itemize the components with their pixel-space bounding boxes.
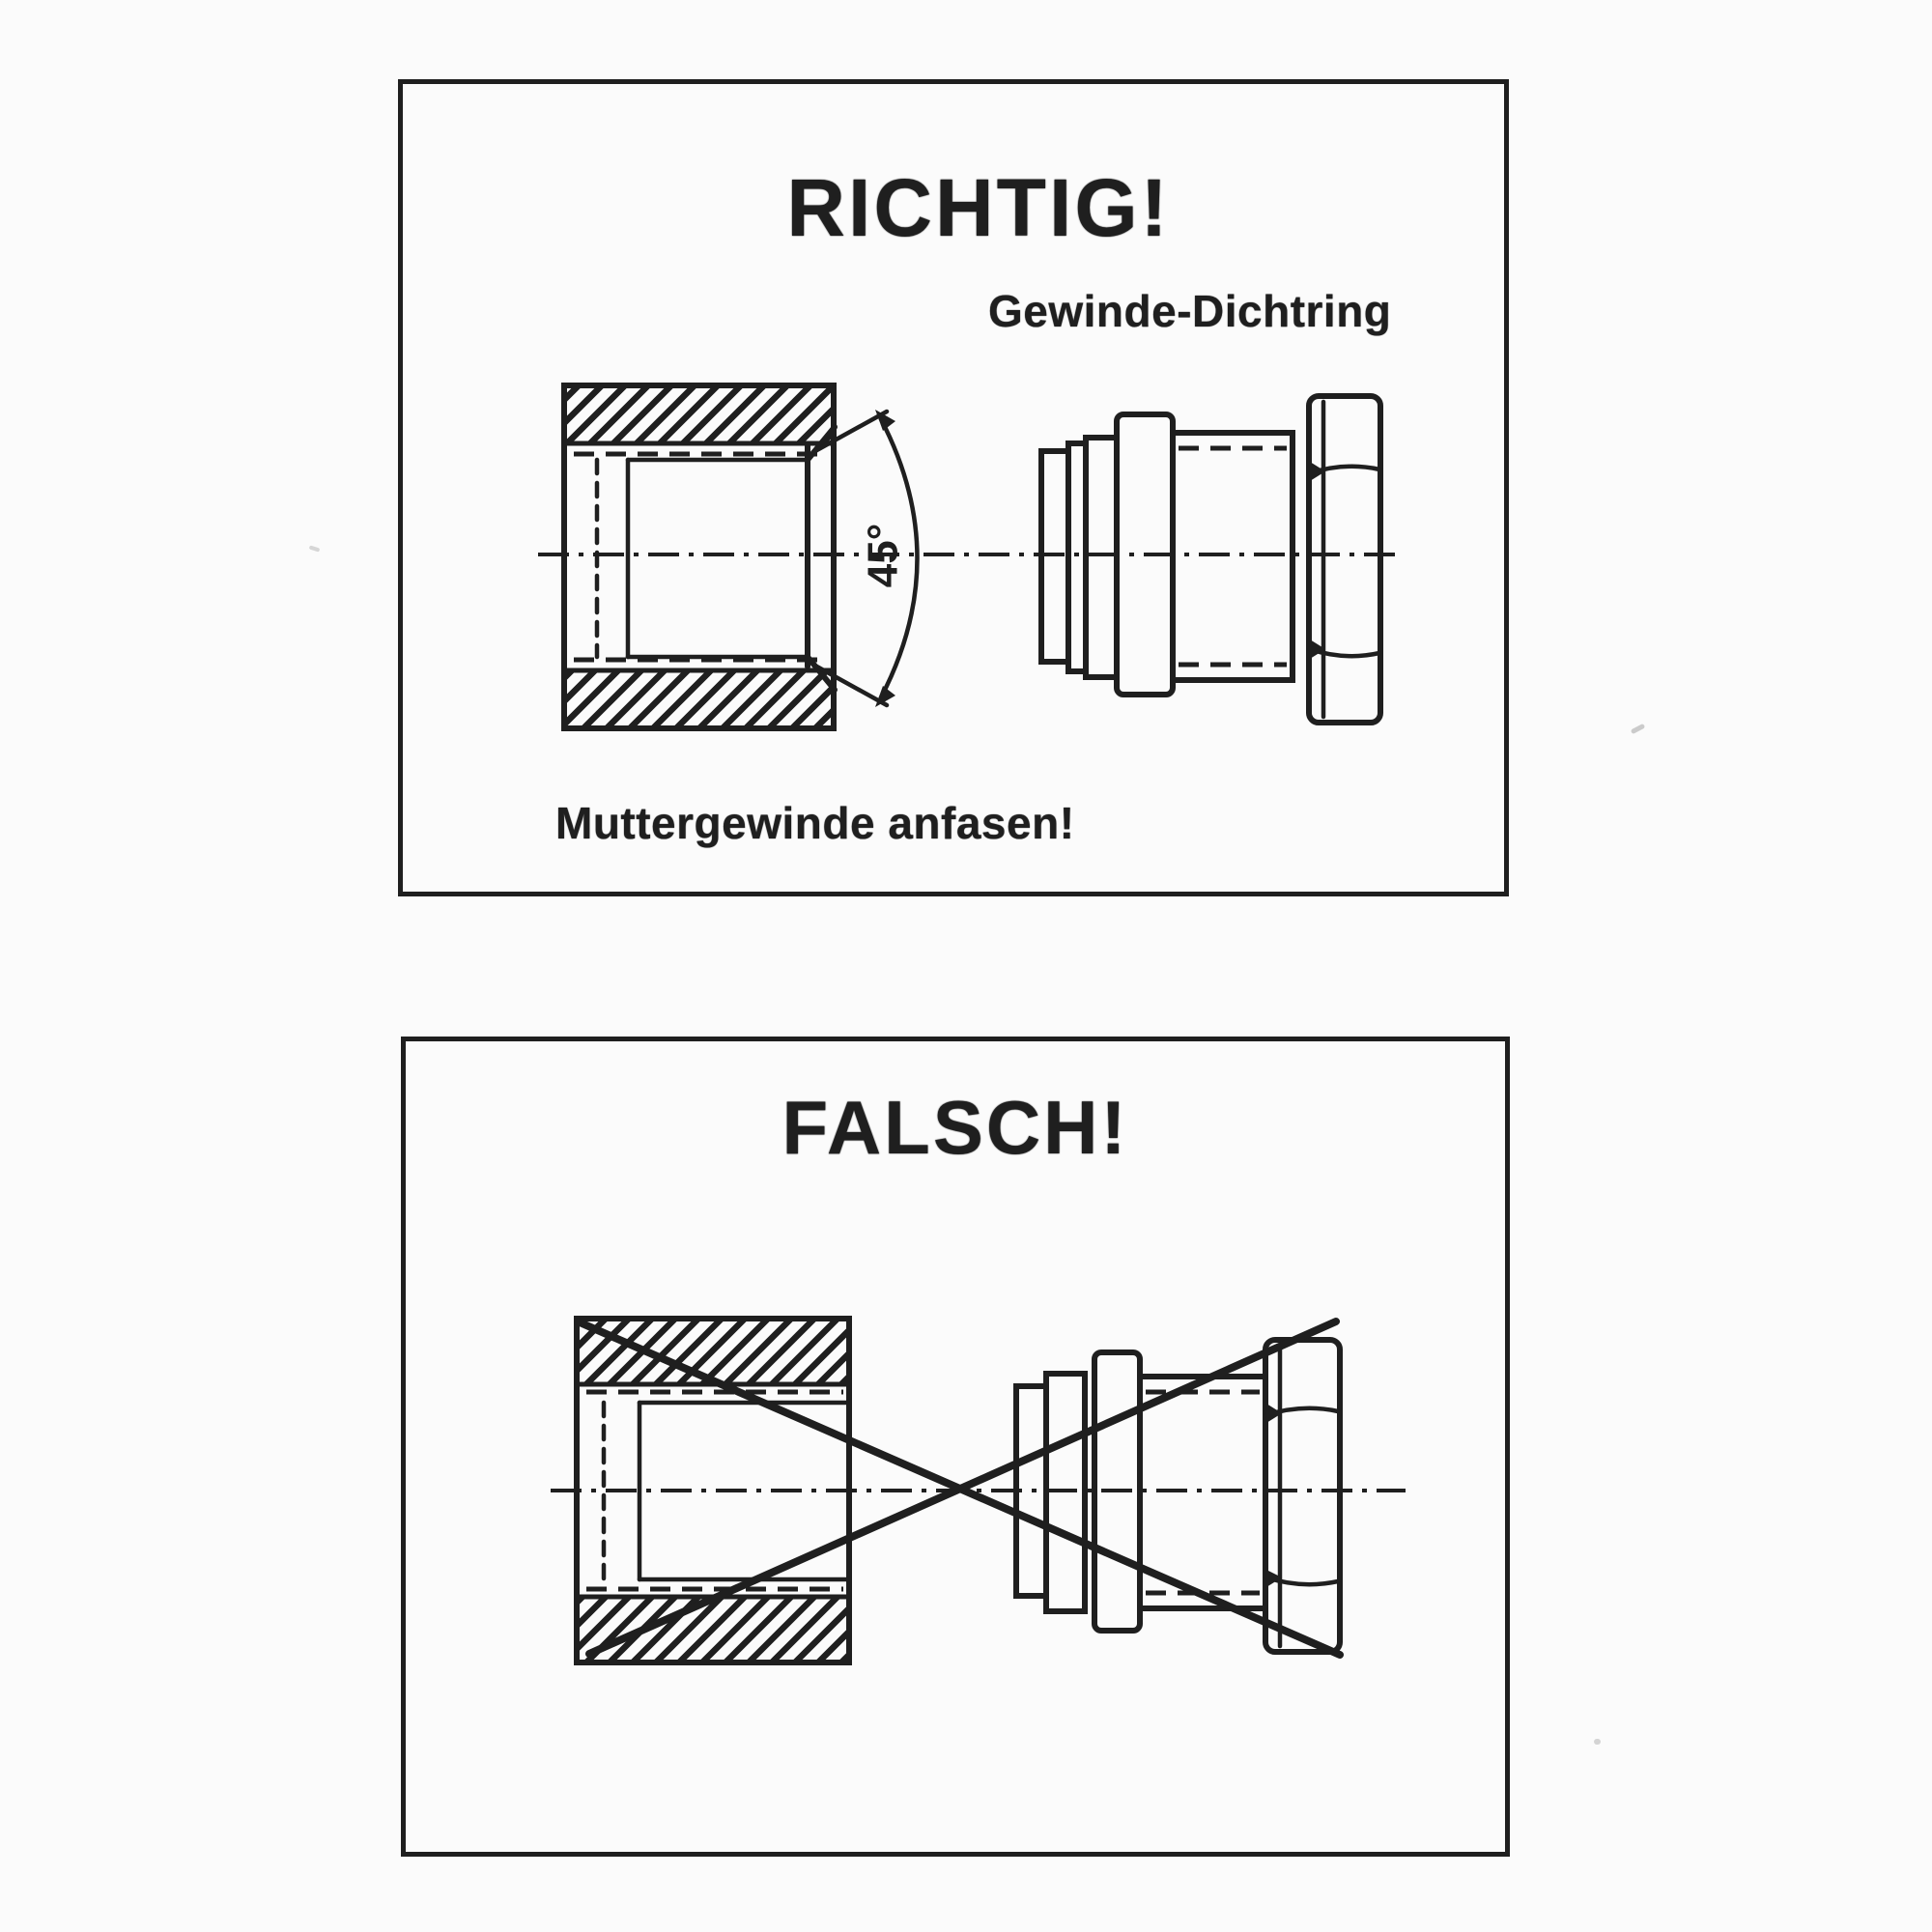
hex-shadow-top: [1266, 1404, 1282, 1423]
hex-shadow-bottom: [1266, 1570, 1282, 1587]
panel-richtig: 45° RICHTIG!: [398, 79, 1509, 896]
nut-hatch-top: [574, 1316, 852, 1387]
hex-nut: [1306, 393, 1383, 725]
hex-nut: [1263, 1337, 1343, 1655]
photocopy-speck: [1630, 723, 1646, 735]
richtig-technical-drawing: 45°: [538, 383, 1398, 731]
nut-outline: [561, 383, 837, 731]
nut-cross-section: [561, 383, 838, 731]
arrowhead-top: [875, 410, 895, 431]
panel-title-falsch: FALSCH!: [781, 1085, 1129, 1170]
panel-falsch: FALSCH!: [401, 1037, 1510, 1857]
chamfer-note-label: Muttergewinde anfasen!: [555, 798, 1075, 848]
threaded-body: [1170, 430, 1295, 683]
chamfer-dimension: 45°: [810, 409, 920, 708]
pipe-collar: [1043, 1371, 1088, 1614]
panel-title-richtig: RICHTIG!: [786, 162, 1171, 253]
dimension-ray-top: [810, 409, 890, 455]
angle-label: 45°: [860, 524, 907, 588]
photocopy-speck: [308, 545, 321, 553]
pipe-shoulder: [1083, 435, 1120, 680]
hex-outline: [1306, 393, 1383, 725]
dimension-arc: [878, 416, 920, 700]
cross-out-x: [574, 1318, 1344, 1659]
chamfer-bottom: [805, 654, 838, 693]
nut-outline: [574, 1316, 852, 1665]
nut-hatch-top: [561, 383, 837, 446]
photocopy-speck: [1594, 1739, 1601, 1745]
hex-shadow-top: [1310, 462, 1325, 481]
nut-hatch-bottom: [561, 668, 837, 731]
nut-hatch-bottom: [574, 1594, 852, 1665]
pipe-fitting: [1038, 393, 1383, 725]
dimension-ray-bottom: [810, 662, 890, 708]
cross-out-line-ascending: [585, 1318, 1340, 1658]
chamfer-top: [805, 424, 838, 463]
arrowhead-bottom: [875, 686, 895, 707]
falsch-technical-drawing: [551, 1316, 1406, 1665]
pipe-fitting: [1013, 1337, 1343, 1655]
hex-shadow-bottom: [1310, 639, 1325, 659]
sealing-ring-label: Gewinde-Dichtring: [988, 286, 1392, 336]
hex-outline: [1263, 1337, 1343, 1655]
nut-cross-section-unchamfered: [574, 1316, 852, 1665]
